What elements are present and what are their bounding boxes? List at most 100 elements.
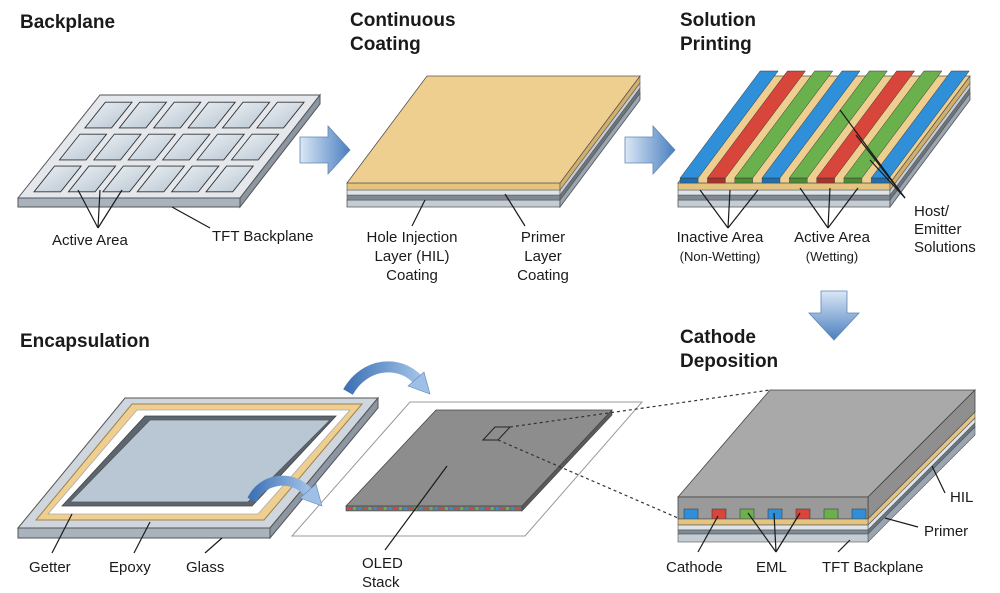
flip-arrow-bottom: [247, 475, 312, 503]
cathode-title-line2: Deposition: [680, 351, 778, 372]
active-area-pointer: [77, 189, 99, 229]
encapsulation-title: Encapsulation: [20, 331, 150, 352]
primer-label-line2: Layer: [524, 248, 562, 265]
oled-pixel: [511, 507, 515, 510]
eml-block: [795, 508, 811, 520]
stripe-front: [761, 177, 781, 184]
cathode-stage: Cathode Deposition Cathode EML TFT Backp…: [666, 327, 976, 576]
oled-edge-pixels: [348, 507, 520, 510]
oled-label-line1: OLED: [362, 555, 403, 572]
active-area-pointer: [827, 187, 831, 229]
primer-label-line3: Coating: [517, 267, 569, 284]
encapsulation-stage: Encapsulation Getter Epoxy Glass: [16, 331, 771, 591]
oled-pixel: [485, 507, 489, 510]
hil-pointer: [931, 465, 946, 494]
eml-block: [823, 508, 839, 520]
glass-label: Glass: [186, 559, 224, 576]
hil-label-line2: Layer (HIL): [374, 248, 449, 265]
oled-pixel: [373, 507, 377, 510]
active-area-cell: [161, 133, 211, 161]
inactive-area-pointer: [699, 189, 729, 229]
cathode-pointer: [697, 515, 719, 553]
oled-stack-pointer: [384, 465, 448, 551]
coating-title-line1: Continuous: [350, 10, 456, 31]
oled-pixel: [368, 507, 372, 510]
host-label-line3: Solutions: [914, 239, 976, 256]
active-area-cell: [152, 101, 202, 129]
process-arrow-right: [299, 124, 351, 176]
active-area-cell: [230, 133, 280, 161]
process-arrow-down: [808, 290, 860, 341]
active-area-pointer: [827, 187, 859, 229]
glass-lid-side: [269, 396, 379, 540]
oled-pixel: [348, 507, 351, 510]
active-area-cell: [136, 165, 186, 193]
hil-label-line3: Coating: [386, 267, 438, 284]
emitter-stripes: [679, 70, 970, 184]
active-area-pointer: [97, 189, 123, 229]
oled-pixel: [419, 507, 423, 510]
zoom-dashed-line: [497, 439, 679, 519]
oled-stack-edge: [345, 505, 523, 512]
stripe-front: [734, 177, 753, 184]
emitter-stripe: [706, 70, 806, 179]
stripe-front: [789, 177, 808, 184]
cathode-label: Cathode: [666, 559, 723, 576]
stripe-front: [679, 177, 699, 184]
active-area-pointer: [97, 189, 101, 229]
inactive-area-pointer: [727, 189, 759, 229]
flip-arrow-top: [343, 361, 423, 396]
primer-label: Primer: [924, 523, 968, 540]
active-area-label: Active Area: [52, 232, 129, 249]
host-solution-pointer: [855, 134, 906, 199]
primer-layer-edge: [346, 189, 561, 196]
eml-block: [711, 508, 727, 520]
emitter-stripe: [816, 70, 916, 179]
oled-pixel: [516, 507, 520, 510]
oled-pixel: [480, 507, 484, 510]
primer-pointer: [504, 193, 526, 227]
active-area-cells: [33, 101, 305, 193]
eml-block: [683, 508, 699, 520]
oled-pixel: [439, 507, 443, 510]
oled-label-line2: Stack: [362, 574, 400, 591]
zoom-dashed-line: [509, 389, 771, 428]
printing-title-line1: Solution: [680, 10, 756, 31]
oled-pixel: [358, 507, 362, 510]
emitter-stripe: [761, 70, 861, 179]
active-area-cell: [187, 101, 237, 129]
printing-title-line2: Printing: [680, 34, 752, 55]
inactive-area-label-line1: Inactive Area: [677, 229, 764, 246]
oled-pixel: [434, 507, 438, 510]
eml-block: [767, 508, 783, 520]
host-label-line1: Host/: [914, 203, 950, 220]
oled-pixel: [409, 507, 413, 510]
eml-pointer: [775, 512, 801, 553]
active-area-cell: [33, 165, 83, 193]
tft-backplane-pointer: [837, 539, 851, 553]
primer-label-line1: Primer: [521, 229, 565, 246]
oled-pixel: [506, 507, 510, 510]
oled-pixel: [460, 507, 464, 510]
eml-label: EML: [756, 559, 787, 576]
active-area-cell: [58, 133, 108, 161]
oled-pixel: [429, 507, 433, 510]
active-area-cell: [83, 101, 133, 129]
hil-coating-surface: [346, 75, 641, 184]
active-area-wetting-label-line2: (Wetting): [806, 249, 859, 264]
glass-edge: [346, 199, 561, 208]
eml-pointer: [747, 512, 777, 553]
primer-layer-edge: [677, 189, 891, 196]
oled-stack-side: [521, 409, 613, 512]
process-arrow-right: [624, 124, 676, 176]
tft-backplane-pointer: [171, 206, 211, 229]
oled-pixel: [388, 507, 392, 510]
glass-front-layer: [677, 533, 869, 543]
backplane-stage: Backplane Active Area TFT Backplane: [16, 12, 322, 249]
hil-front-layer: [677, 518, 869, 526]
oled-pixel: [353, 507, 357, 510]
emitter-stripe: [788, 70, 888, 179]
oled-pixel: [501, 507, 504, 510]
hil-pointer: [411, 199, 426, 227]
